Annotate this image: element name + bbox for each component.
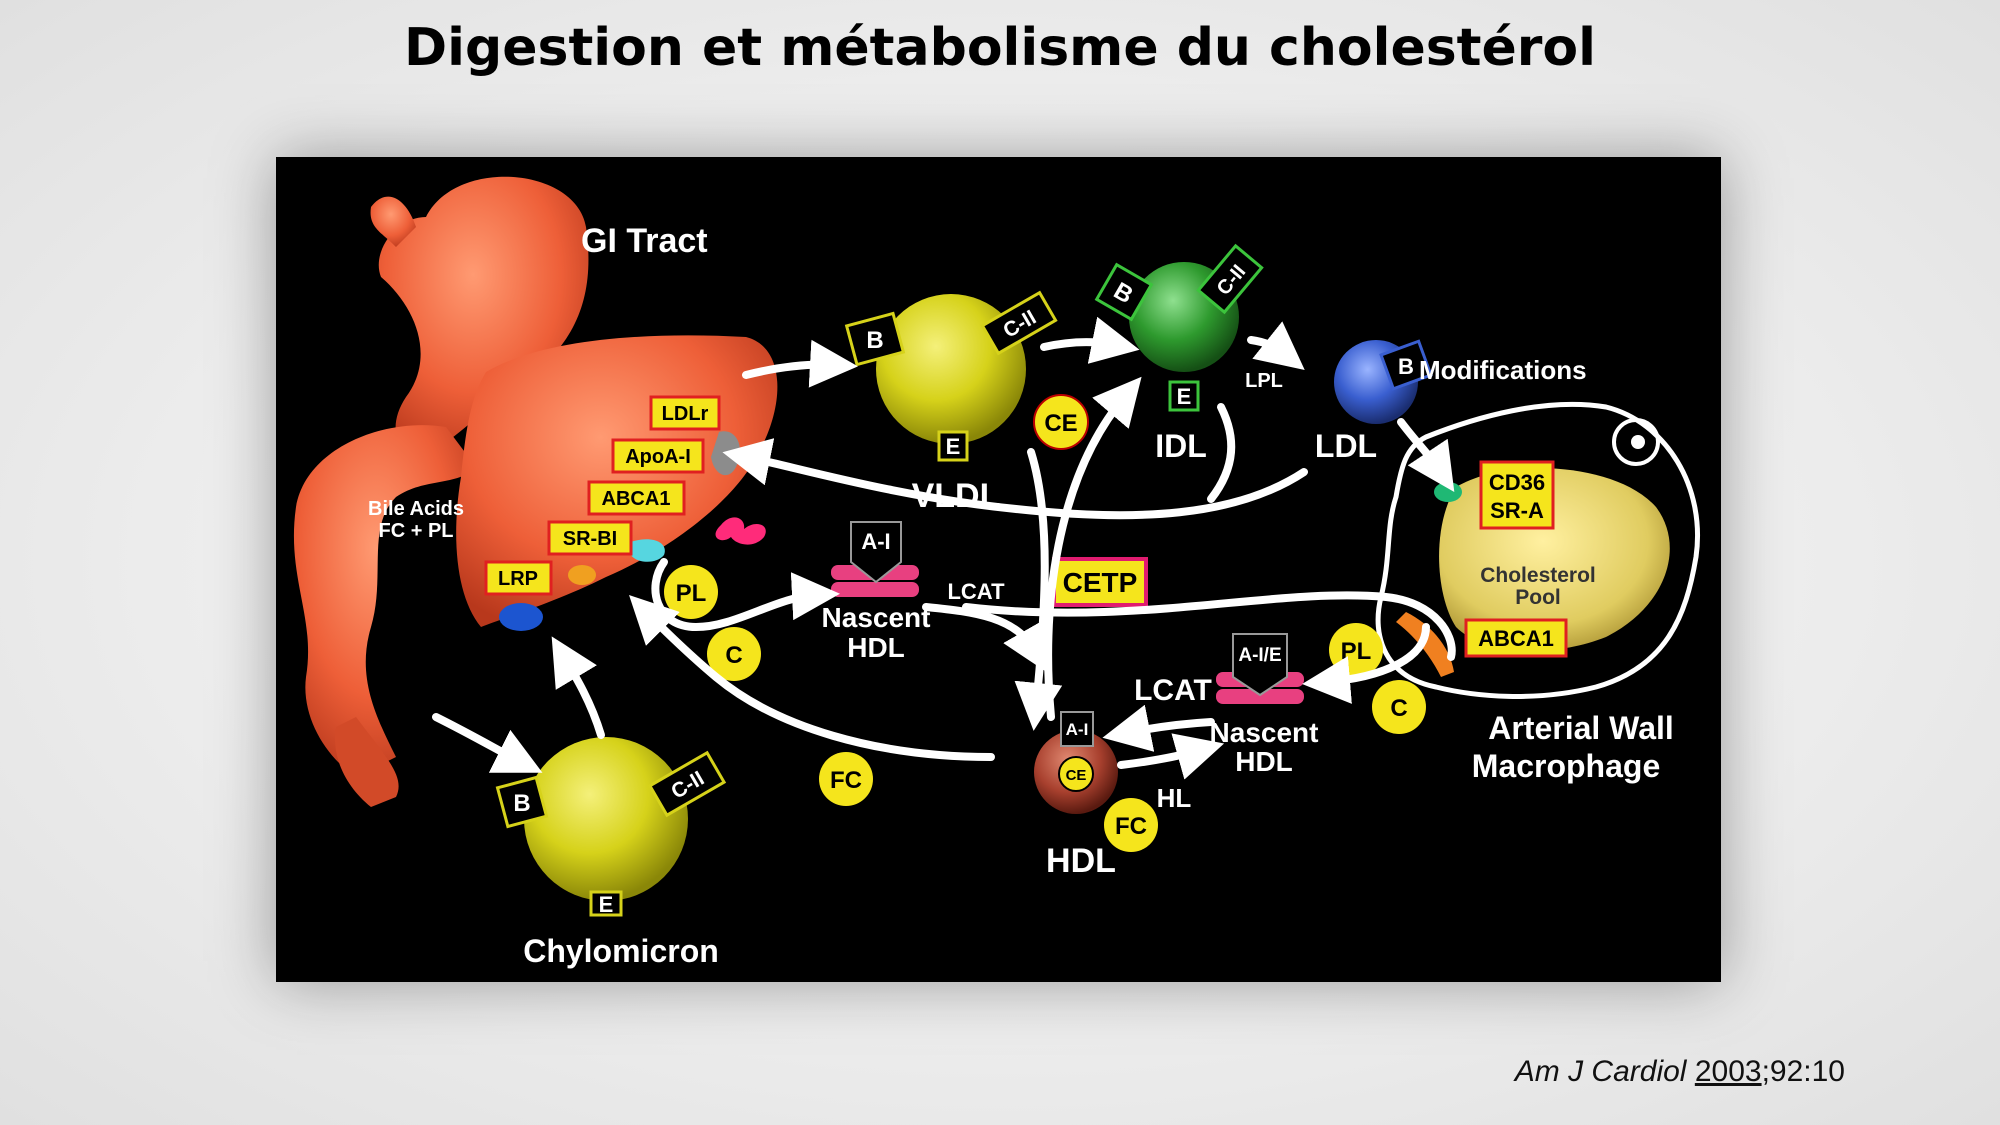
- bile-acids-fc-pl-label: FC + PL: [378, 520, 453, 542]
- macrophage-to-nascent-arrow: [1302, 623, 1430, 704]
- idl-label: IDL: [1155, 428, 1207, 464]
- abca1-macrophage-label: ABCA1: [1478, 626, 1554, 651]
- arterial-wall-label: Arterial Wall: [1488, 710, 1674, 746]
- nascent-hdl-left-line2: HDL: [847, 632, 905, 663]
- c-disc-left-label: C: [725, 642, 742, 669]
- liver-receptor-labels: LDLr ApoA-I ABCA1 SR-BI LRP: [484, 395, 721, 596]
- cholesterol-pool-label: Cholesterol: [1480, 564, 1596, 587]
- flow-arrows: [432, 316, 1456, 780]
- cetp-label: CETP: [1063, 567, 1138, 598]
- hdl-label: HDL: [1046, 842, 1116, 880]
- abca1-receptor-cyan: [631, 539, 665, 562]
- nascent-hdl-left: A-I: [831, 521, 919, 597]
- citation-year: 2003: [1694, 1055, 1762, 1088]
- hdl-fc-to-liver-arrow: [629, 595, 995, 761]
- macrophage-label: Macrophage: [1472, 748, 1660, 784]
- chylomicron-to-liver-arrow: [551, 636, 605, 739]
- cholesterol-metabolism-diagram: GI Tract Bile Acids FC + PL LDLr ApoA-I …: [276, 157, 1721, 982]
- pool-label: Pool: [1515, 586, 1561, 609]
- nascent-hdl-left-line1: Nascent: [822, 602, 931, 633]
- hdl-to-nascent-right-arrow: [1117, 733, 1225, 780]
- ldl-particle: B: [1334, 339, 1433, 424]
- pl-disc-right-label: PL: [1341, 638, 1372, 665]
- chylomicron-b-label: B: [513, 790, 530, 817]
- idl-to-ldl-arrow: [1247, 321, 1305, 370]
- lcat-label-upper: LCAT: [947, 579, 1005, 604]
- idl-particle: B C-II E: [1094, 243, 1264, 412]
- modifications-label: Modifications: [1419, 355, 1587, 385]
- lrp-label: LRP: [498, 568, 538, 590]
- srbi-label: SR-BI: [563, 528, 617, 550]
- idl-to-liver-return-arrow: [1207, 403, 1236, 503]
- fc-disc-left-label: FC: [830, 767, 862, 794]
- c-disc-right-label: C: [1390, 695, 1407, 722]
- sra-label: SR-A: [1490, 498, 1544, 523]
- chylomicron-e-label: E: [599, 892, 614, 917]
- hdl-to-idl-arrow: [1044, 376, 1142, 721]
- srbi-receptor-orange: [568, 565, 596, 585]
- ldlr-label: LDLr: [662, 403, 709, 425]
- nascent-hdl-right: A-I/E: [1216, 633, 1304, 704]
- cetp-long-arrow: [962, 591, 1456, 661]
- bile-acids-label: Bile Acids: [368, 498, 464, 520]
- lcat-label-lower: LCAT: [1134, 674, 1212, 707]
- hdl-ce-label: CE: [1066, 767, 1087, 784]
- ce-disc-label: CE: [1044, 410, 1077, 437]
- nascent-to-hdl-arrow: [922, 603, 1048, 673]
- nascent-hdl-right-line2: HDL: [1235, 746, 1293, 777]
- cetp-box: [1052, 557, 1148, 607]
- macrophage-cell: CD36 SR-A Cholesterol Pool ABCA1: [1375, 401, 1700, 699]
- lrp-receptor-blue: [499, 603, 543, 631]
- gi-tract-label: GI Tract: [581, 222, 708, 260]
- ldl-to-liver-return-arrow: [722, 438, 1308, 520]
- ldl-label: LDL: [1315, 428, 1377, 464]
- vldl-e-label: E: [946, 434, 961, 459]
- intestine-to-chylomicron-arrow: [432, 713, 543, 773]
- hl-label: HL: [1157, 783, 1192, 813]
- cd36-label: CD36: [1489, 470, 1545, 495]
- yellow-disc-labels: CE PL C FC PL C FC: [664, 394, 1426, 852]
- chylomicron-particle: B C-II E: [495, 737, 727, 917]
- chylomicron-label: Chylomicron: [523, 933, 719, 969]
- gi-tract-organs: [293, 176, 778, 807]
- liver-to-vldl-arrow: [742, 339, 858, 388]
- vldl-particle: B C-II E: [844, 290, 1058, 462]
- vldl-b-label: B: [866, 327, 883, 354]
- fc-disc-hdl-label: FC: [1115, 813, 1147, 840]
- apoai-label: ApoA-I: [625, 446, 691, 468]
- lpl-label: LPL: [1245, 370, 1283, 392]
- citation: Am J Cardiol 2003;92:10: [1515, 1055, 1845, 1089]
- stomach-shape: [378, 176, 589, 457]
- bile-duct-pink: [715, 517, 766, 545]
- vldl-to-idl-arrow: [1040, 316, 1140, 364]
- pl-disc-left-label: PL: [676, 580, 707, 607]
- nascent-hdl-right-line1: Nascent: [1210, 717, 1319, 748]
- vldl-down-to-hdl-arrow: [1014, 448, 1063, 731]
- hdl-particle: A-I CE: [1034, 711, 1118, 814]
- idl-e-label: E: [1177, 384, 1192, 409]
- ldl-b-label: B: [1398, 354, 1414, 379]
- abca1-liver-label: ABCA1: [602, 488, 671, 510]
- colon-end-shape: [335, 717, 399, 807]
- ldl-to-macrophage-arrow: [1397, 418, 1455, 492]
- nascent-hdl-right-apo-label: A-I/E: [1238, 645, 1281, 666]
- slide-title: Digestion et métabolisme du cholestérol: [404, 18, 1596, 78]
- citation-volume: ;92:10: [1761, 1055, 1845, 1088]
- citation-journal: Am J Cardiol: [1514, 1055, 1687, 1088]
- nascent-hdl-left-apo-label: A-I: [861, 529, 890, 554]
- cd36-receptor-green: [1434, 482, 1462, 502]
- intestine-shape: [293, 425, 476, 777]
- nascent-right-to-hdl-arrow: [1102, 704, 1215, 752]
- hdl-apo-label: A-I: [1066, 720, 1089, 739]
- esophagus-shape: [370, 196, 416, 247]
- pl-loop-arrow: [651, 558, 840, 632]
